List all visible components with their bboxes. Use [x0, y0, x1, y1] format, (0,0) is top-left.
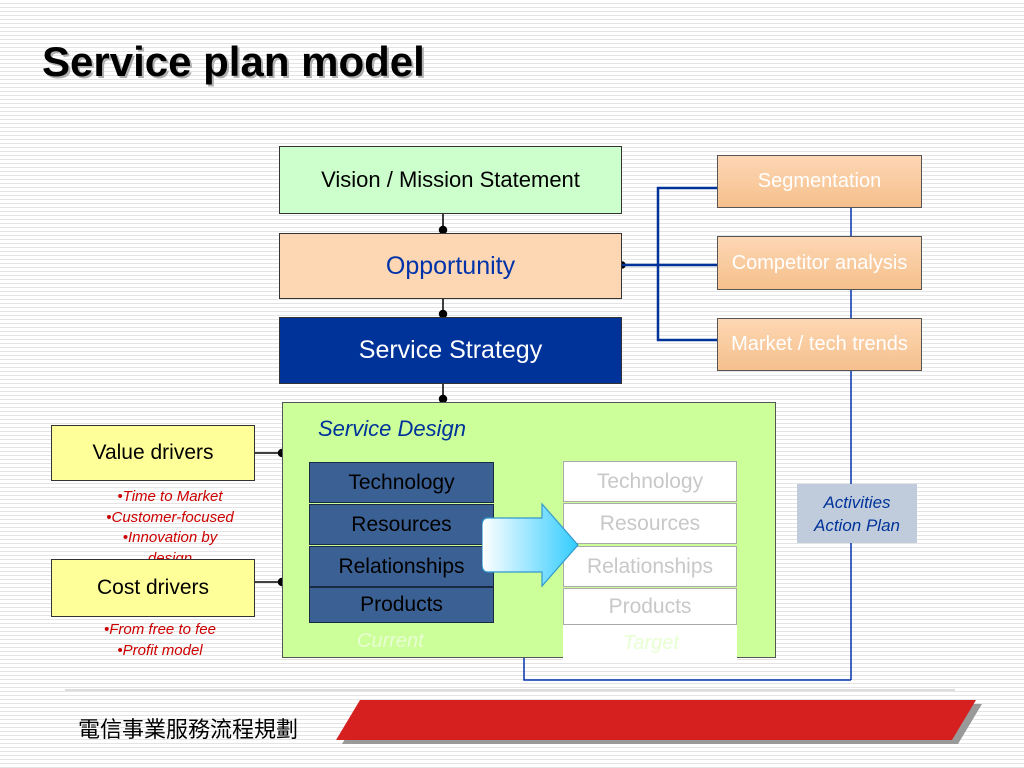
activities-action-plan-box: Activities Action Plan	[797, 484, 917, 543]
cost-drivers-list: •From free to fee •Profit model	[60, 620, 260, 661]
current-label: Current	[357, 630, 424, 652]
service-strategy-box: Service Strategy	[279, 317, 622, 384]
footer-band	[336, 700, 982, 744]
target-label: Target	[623, 632, 679, 654]
activities-label: Activities	[823, 492, 891, 512]
service-design-label: Service Design	[318, 416, 466, 441]
cost-drivers-box: Cost drivers	[51, 559, 255, 617]
action-plan-label: Action Plan	[814, 515, 900, 535]
transition-arrow-icon	[482, 502, 579, 588]
target-technology: Technology	[563, 461, 737, 502]
current-products: Products	[309, 587, 494, 623]
current-technology: Technology	[309, 462, 494, 503]
opportunity-box: Opportunity	[279, 233, 622, 299]
value-driver-item: •Time to Market	[117, 488, 223, 505]
vision-mission-box: Vision / Mission Statement	[279, 146, 622, 214]
footer-text: 電信事業服務流程規劃	[78, 718, 299, 743]
competitor-analysis-box: Competitor analysis	[717, 236, 922, 290]
value-drivers-list: •Time to Market •Customer-focused •Innov…	[70, 487, 270, 569]
cost-driver-item: •Profit model	[117, 641, 203, 659]
value-driver-item: •Customer-focused	[106, 508, 234, 526]
target-resources: Resources	[563, 503, 737, 544]
target-relationships: Relationships	[563, 546, 737, 587]
market-tech-trends-box: Market / tech trends	[717, 318, 922, 371]
value-drivers-box: Value drivers	[51, 425, 255, 481]
segmentation-box: Segmentation	[717, 155, 922, 208]
value-driver-item: •Innovation by	[122, 529, 218, 546]
current-resources: Resources	[309, 504, 494, 545]
cost-driver-item: •From free to fee	[104, 621, 216, 638]
target-products: Products	[563, 588, 737, 625]
page-title: Service plan model	[42, 38, 425, 85]
current-relationships: Relationships	[309, 546, 494, 587]
